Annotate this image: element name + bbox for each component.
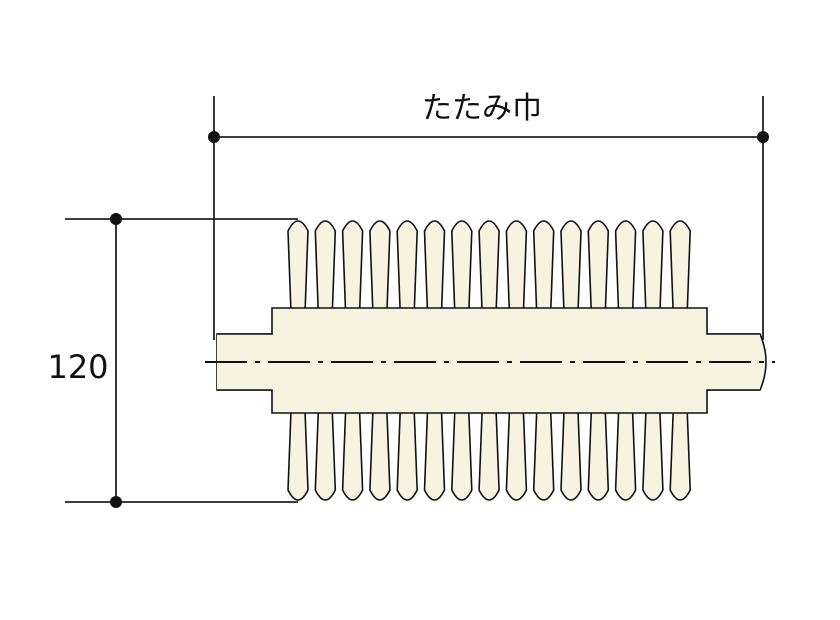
height-endpoint-bottom [110, 496, 122, 508]
hub-outline-bottom [217, 389, 760, 414]
height-endpoint-top [110, 213, 122, 225]
hub-outline-top [217, 307, 760, 335]
hub-fill [217, 308, 760, 413]
width-label: たたみ巾 [422, 91, 542, 126]
width-dimension: たたみ巾 [208, 91, 769, 340]
height-dimension: 120 [47, 213, 298, 508]
bellows-body [216, 220, 767, 501]
width-endpoint-right [757, 131, 769, 143]
height-value-label: 120 [47, 348, 108, 386]
width-endpoint-left [208, 131, 220, 143]
